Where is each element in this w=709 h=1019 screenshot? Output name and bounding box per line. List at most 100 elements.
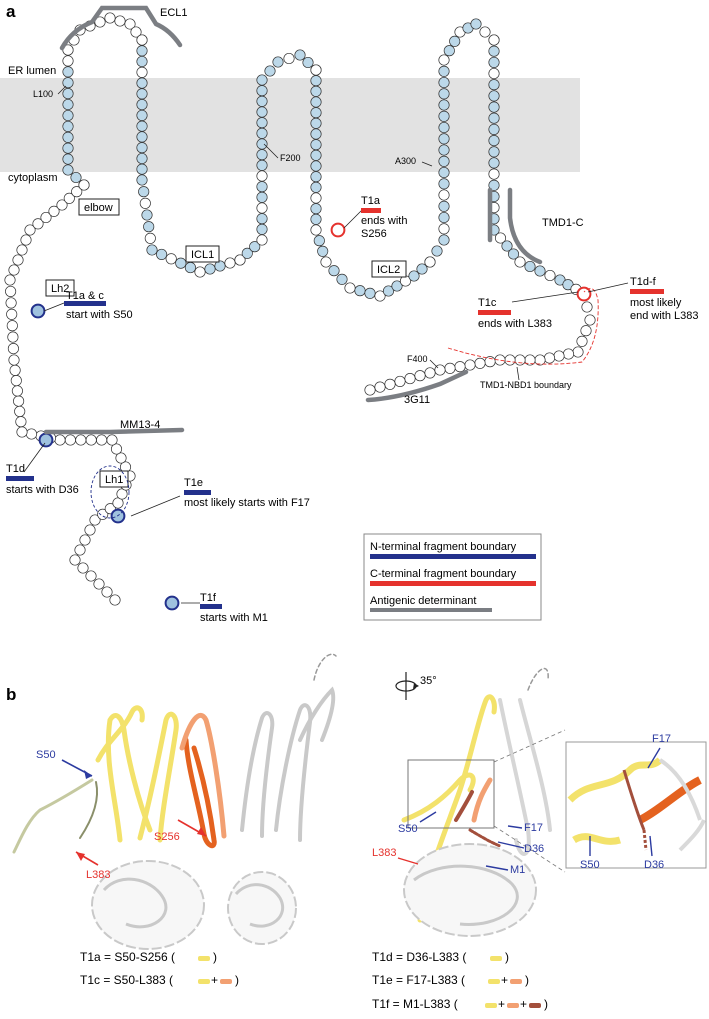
residue-bead [4, 274, 16, 286]
inset-helix-yellow-2 [572, 833, 622, 845]
residue-bead [256, 74, 268, 86]
t1df-leader [587, 282, 629, 293]
inset-loop-brown [622, 769, 646, 831]
residue-bead [234, 254, 246, 266]
residue-bead [110, 443, 123, 455]
grey-helix-2 [274, 703, 313, 842]
residue-bead [438, 178, 450, 190]
residue-bead [241, 247, 253, 259]
t1e-n-bar [184, 490, 211, 495]
residue-bead [136, 45, 148, 57]
boundary-residue-marker [38, 432, 54, 448]
legend-n-term-text: N-terminal fragment boundary [370, 541, 517, 553]
residue-bead [9, 364, 21, 376]
residue-bead [514, 354, 526, 366]
residue-bead [175, 257, 187, 269]
residue-bead [5, 285, 17, 297]
residue-bead [62, 142, 74, 154]
residue-bead [56, 199, 68, 211]
l100-leader [57, 85, 67, 95]
icl1-label: ICL1 [191, 249, 214, 261]
residue-bead [256, 117, 268, 129]
f17-label-3: F17 [524, 822, 543, 834]
legend-c-term-swatch [370, 581, 536, 586]
residue-bead [488, 179, 500, 191]
residue-bead [294, 49, 306, 61]
residue-bead [374, 290, 386, 302]
residue-bead [136, 131, 148, 143]
residue-bead [14, 405, 26, 417]
caption-t1e: T1e = F17-L383 ( [372, 973, 465, 987]
caption-t1c-swatch-yellow [198, 979, 210, 984]
t1f-name: T1f [200, 592, 217, 604]
residue-bead [488, 123, 500, 135]
residue-bead [438, 211, 450, 224]
residue-bead [194, 266, 206, 278]
f17-label-inset: F17 [652, 733, 671, 745]
residue-bead [7, 331, 19, 343]
residue-bead [62, 98, 74, 111]
residue-bead [62, 164, 74, 176]
residue-bead [146, 244, 158, 256]
residue-bead [454, 361, 466, 373]
residue-bead [302, 56, 314, 69]
cytoplasm-label: cytoplasm [8, 172, 58, 184]
residue-bead [444, 362, 456, 374]
legend-frame [363, 533, 542, 621]
residue-bead [78, 179, 90, 191]
tmd1c-label: TMD1-C [542, 217, 584, 229]
legend-antigenic-swatch [370, 608, 492, 612]
t1d-n-bar [6, 476, 34, 481]
residue-bead [256, 127, 268, 139]
nbd1-coil-2 [234, 883, 285, 928]
t1c-text: ends with L383 [478, 318, 552, 330]
caption-t1c: T1c = S50-L383 ( [80, 973, 173, 987]
residue-bead [501, 240, 513, 252]
residue-bead [438, 133, 450, 145]
residue-bead [20, 234, 32, 246]
residue-bead [310, 96, 322, 108]
3g11-label: 3G11 [404, 394, 430, 406]
residue-bead [32, 218, 44, 230]
nbd1-blob-2 [227, 871, 297, 945]
residue-bead [62, 153, 74, 165]
residue-bead [94, 16, 106, 28]
t1df-line2: end with L383 [630, 310, 699, 322]
residue-bead [256, 223, 268, 235]
zoom-guide-bottom [493, 825, 566, 873]
s256-arrowhead [197, 827, 206, 836]
caption-t1f-swatch-salmon [507, 1003, 519, 1008]
residue-bead [74, 544, 86, 556]
caption-t1f: T1f = M1-L383 ( [372, 997, 458, 1011]
residue-bead [438, 144, 450, 156]
residue-bead [488, 112, 500, 124]
r-helix-yellow-2 [401, 772, 476, 823]
residue-bead [310, 203, 322, 215]
residue-bead [5, 297, 17, 309]
residue-bead [488, 168, 500, 180]
t1f-text: starts with M1 [200, 612, 268, 624]
residue-bead [438, 121, 450, 134]
residue-bead [507, 248, 520, 260]
residue-bead [256, 213, 268, 225]
boundary-residue-marker [164, 595, 180, 611]
d36-arrow-inset [649, 835, 653, 857]
residue-bead [464, 359, 476, 371]
caption-t1a-close: ) [213, 950, 217, 964]
residue-bead [124, 18, 136, 30]
residue-bead [504, 354, 516, 366]
residue-bead [165, 253, 177, 265]
residue-bead [488, 56, 500, 68]
residue-bead [382, 285, 395, 297]
residue-bead [62, 88, 74, 100]
t1ac-n-bar [64, 301, 106, 306]
residue-bead [85, 434, 97, 446]
residue-bead [438, 99, 450, 111]
residue-bead [106, 434, 118, 446]
r-dotted-linker [468, 828, 502, 848]
residue-bead [25, 428, 38, 440]
residue-bead [16, 244, 28, 256]
elbow-label: elbow [84, 202, 113, 214]
zoom-inset [565, 741, 707, 869]
